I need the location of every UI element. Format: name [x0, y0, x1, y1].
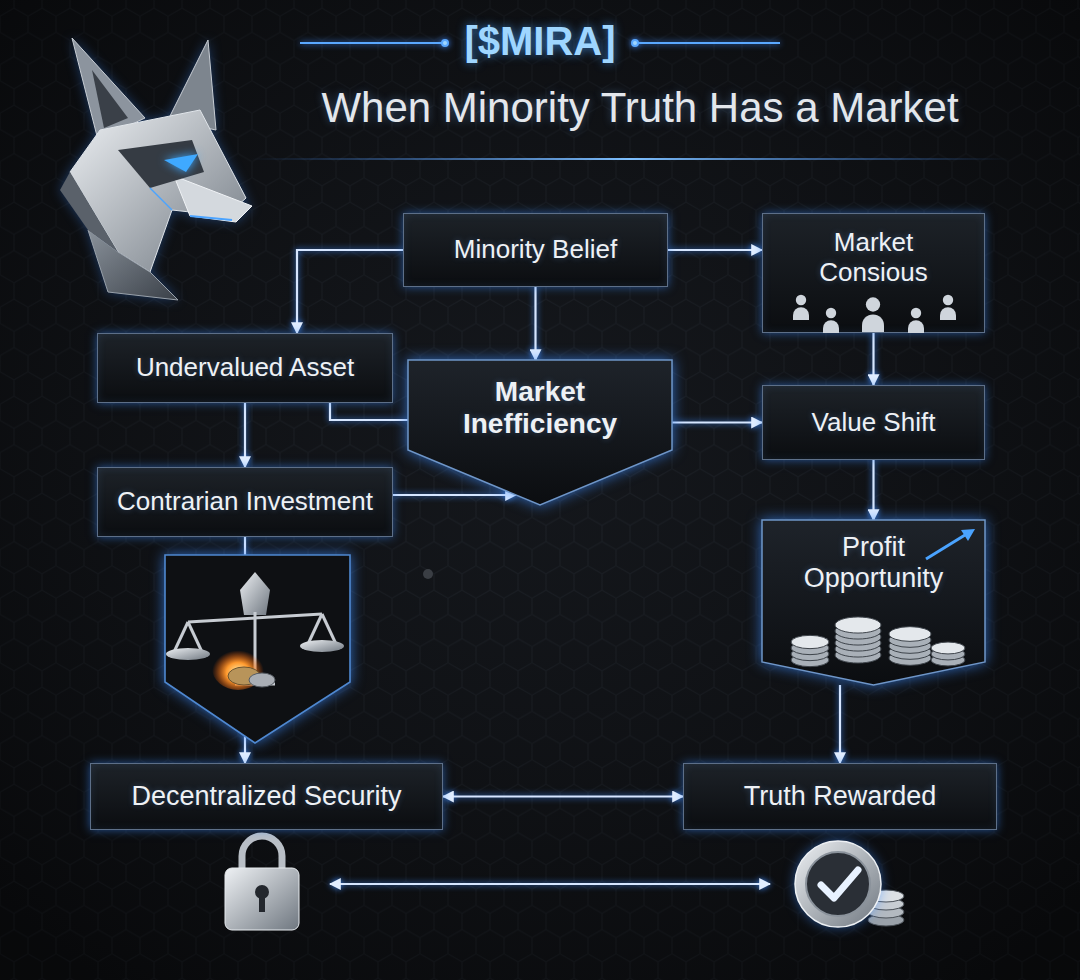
process-box: Truth Rewarded [683, 763, 997, 830]
double-arrow [330, 883, 770, 885]
node-label: Market Inefficiency [420, 376, 660, 440]
process-box: Decentralized Security [90, 763, 443, 830]
process-box: Contrarian Investment [97, 467, 393, 537]
outline-shape [762, 520, 985, 685]
node-label: Market Consious [799, 228, 949, 288]
title-underline [250, 158, 1010, 160]
node-label: Undervalued Asset [136, 353, 354, 383]
growth-arrow [921, 524, 981, 564]
crest-icon [240, 572, 270, 615]
connector-arrow [668, 249, 762, 251]
check-coin-icon [795, 841, 904, 927]
connector-arrow [330, 403, 408, 420]
brand-tag: [$MIRA] [340, 18, 740, 64]
connector-arrow [244, 403, 246, 467]
process-box: Value Shift [762, 385, 985, 460]
diagram-title: When Minority Truth Has a Market [240, 84, 1040, 132]
node-label: Minority Belief [454, 235, 617, 265]
node-label: Decentralized Security [131, 781, 401, 812]
node-label: Truth Rewarded [744, 781, 937, 812]
connector-arrow [297, 250, 403, 333]
process-box: Market Consious [762, 213, 985, 333]
connector-arrow [443, 795, 683, 797]
coin-icon [249, 673, 275, 687]
coin-stacks [762, 590, 985, 675]
node-label: Profit Opportunity [779, 532, 969, 594]
outline-shape [408, 360, 672, 505]
connector-arrow [839, 685, 841, 763]
scales-shield [165, 555, 350, 743]
connector-arrow [393, 494, 516, 496]
shaped-node: Market Inefficiency [408, 360, 672, 505]
connector-arrow [672, 421, 762, 423]
text-holder: [$MIRA] [340, 18, 740, 64]
shaped-node: Profit Opportunity [762, 520, 985, 685]
dot [423, 569, 433, 579]
scale-pan [300, 640, 344, 652]
text-holder: When Minority Truth Has a Market [240, 84, 1040, 132]
node-label: Value Shift [812, 408, 936, 438]
scale-pan [166, 648, 210, 660]
node-label: Contrarian Investment [117, 487, 373, 517]
process-box: Minority Belief [403, 213, 668, 287]
people-icons [763, 288, 986, 334]
lock-icon [225, 836, 299, 930]
wolf-logo [60, 38, 252, 300]
process-box: Undervalued Asset [97, 333, 393, 403]
connector-arrow [534, 287, 536, 360]
connector-arrow [872, 333, 874, 385]
connector-arrow [872, 460, 874, 520]
